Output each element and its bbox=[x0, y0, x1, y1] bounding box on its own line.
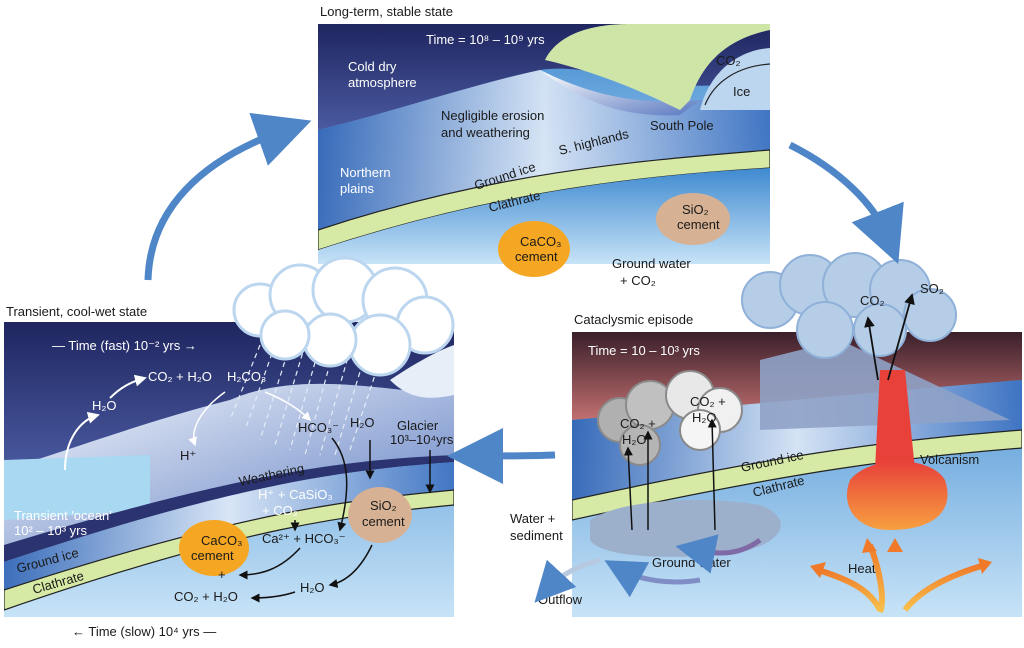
top-groundwater-label-2: + CO₂ bbox=[620, 273, 656, 288]
h2co3-label: H₂CO₃ bbox=[227, 369, 266, 384]
heat-label: Heat bbox=[848, 561, 876, 576]
top-time-label: Time = 10⁸ – 10⁹ yrs bbox=[426, 32, 545, 47]
top-groundwater-label-1: Ground water bbox=[612, 256, 691, 271]
left-sio2-blob bbox=[348, 487, 412, 543]
top-panel bbox=[318, 24, 770, 264]
ground-water-label: Ground water bbox=[652, 555, 731, 570]
h2o-evap-label: H₂O bbox=[92, 398, 117, 413]
time-fast-label: — Time (fast) 10⁻² yrs → bbox=[52, 338, 197, 353]
right-panel-title: Cataclysmic episode bbox=[574, 312, 693, 327]
heat-arrowheads bbox=[810, 538, 992, 578]
plume1-label-1: CO₂ + bbox=[620, 416, 656, 431]
glacier-label-2: 10³–10⁴yrs bbox=[390, 432, 454, 447]
right-panel bbox=[572, 332, 1022, 617]
left-panel-title: Transient, cool-wet state bbox=[6, 304, 147, 319]
cycle-arrows bbox=[144, 112, 904, 484]
left-caco3-label-2: cement bbox=[191, 548, 234, 563]
water-sediment-label-1: Water + bbox=[510, 511, 555, 526]
water-sediment-label-2: sediment bbox=[510, 528, 563, 543]
outflow-label: Outflow bbox=[538, 592, 583, 607]
northern-plains-label-1: Northern bbox=[340, 165, 391, 180]
top-ice-label: Ice bbox=[733, 84, 750, 99]
left-sio2-label-1: SiO₂ bbox=[370, 498, 397, 513]
top-sio2-label-1: SiO₂ bbox=[682, 202, 709, 217]
h2o-glacier-label: H₂O bbox=[350, 415, 375, 430]
volcanism-label: Volcanism bbox=[920, 452, 979, 467]
northern-plains-label-2: plains bbox=[340, 181, 374, 196]
top-co2-label: CO₂ bbox=[716, 53, 741, 68]
time-slow-label: ← Time (slow) 10⁴ yrs — bbox=[72, 624, 216, 639]
volcano-so2-label: SO₂ bbox=[920, 281, 944, 296]
top-sio2-label-2: cement bbox=[677, 217, 720, 232]
volcano-plume bbox=[741, 252, 957, 359]
top-caco3-blob bbox=[498, 221, 570, 277]
co2-h2o-return-label: CO₂ + H₂O bbox=[174, 589, 238, 604]
top-caco3-label-2: cement bbox=[515, 249, 558, 264]
plume2-label-1: CO₂ + bbox=[690, 394, 726, 409]
top-sio2-blob bbox=[656, 193, 730, 245]
cold-dry-label-2: atmosphere bbox=[348, 75, 417, 90]
left-panel bbox=[4, 322, 454, 617]
ca-hco3-label: Ca²⁺ + HCO₃⁻ bbox=[262, 531, 346, 546]
south-pole-label: South Pole bbox=[650, 118, 714, 133]
hco3-label: HCO₃⁻ bbox=[298, 420, 339, 435]
plume2-label-2: H₂O bbox=[692, 410, 717, 425]
reaction-label-2: + CO₂ bbox=[262, 503, 298, 518]
h2o-return-label: H₂O bbox=[300, 580, 325, 595]
left-sio2-label-2: cement bbox=[362, 514, 405, 529]
plume1-label-2: H₂O bbox=[622, 432, 647, 447]
erosion-label-1: Negligible erosion bbox=[441, 108, 544, 123]
left-caco3-blob bbox=[179, 520, 249, 576]
volcano-co2-label: CO₂ bbox=[860, 293, 885, 308]
right-time-label: Time = 10 – 10³ yrs bbox=[588, 343, 700, 358]
co2-h2o-label: CO₂ + H₂O bbox=[148, 369, 212, 384]
plus-sign: + bbox=[218, 567, 226, 582]
top-panel-title: Long-term, stable state bbox=[320, 4, 453, 19]
erosion-label-2: and weathering bbox=[441, 125, 530, 140]
glacier-label-1: Glacier bbox=[397, 418, 439, 433]
hplus-label: H⁺ bbox=[180, 448, 196, 463]
left-caco3-label-1: CaCO₃ bbox=[201, 533, 242, 548]
cold-dry-label-1: Cold dry bbox=[348, 59, 397, 74]
reaction-label-1: H⁺ + CaSiO₃ bbox=[258, 487, 333, 502]
heat-arrows bbox=[817, 543, 986, 614]
ocean-label-1: Transient 'ocean' bbox=[14, 508, 112, 523]
rain-cloud bbox=[232, 256, 455, 377]
ocean-label-2: 10² – 10³ yrs bbox=[14, 523, 87, 538]
right-process-arrows bbox=[534, 293, 915, 603]
top-caco3-label-1: CaCO₃ bbox=[520, 234, 561, 249]
left-process-arrows bbox=[64, 374, 435, 603]
